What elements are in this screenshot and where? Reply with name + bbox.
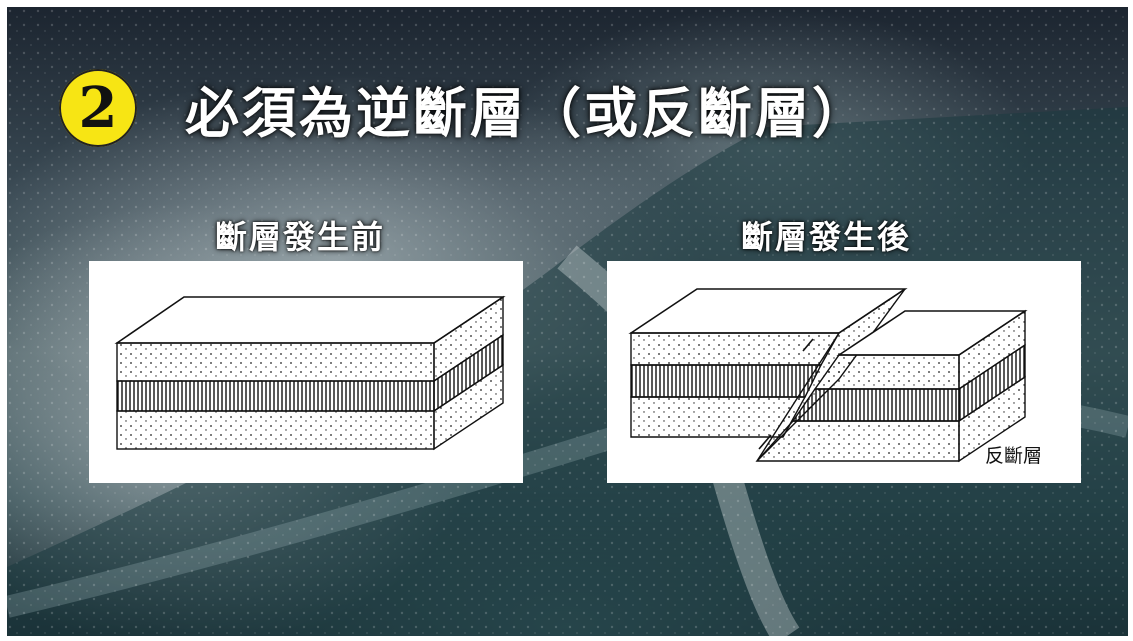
reverse-fault-block-diagram-icon [628, 288, 1028, 463]
reverse-fault-label: 反斷層 [985, 445, 1043, 467]
rock-layers-block-diagram-icon [114, 295, 506, 451]
slide-title: 必須為逆斷層（或反斷層） [185, 82, 869, 145]
step-number-badge: 2 [59, 69, 137, 147]
slide: 2 必須為逆斷層（或反斷層） 斷層發生前 斷層發生後 [7, 7, 1128, 636]
after-fault-panel: 反斷層 [607, 261, 1081, 483]
before-fault-panel [89, 261, 523, 483]
before-fault-caption: 斷層發生前 [215, 218, 386, 256]
after-fault-caption: 斷層發生後 [741, 218, 912, 256]
